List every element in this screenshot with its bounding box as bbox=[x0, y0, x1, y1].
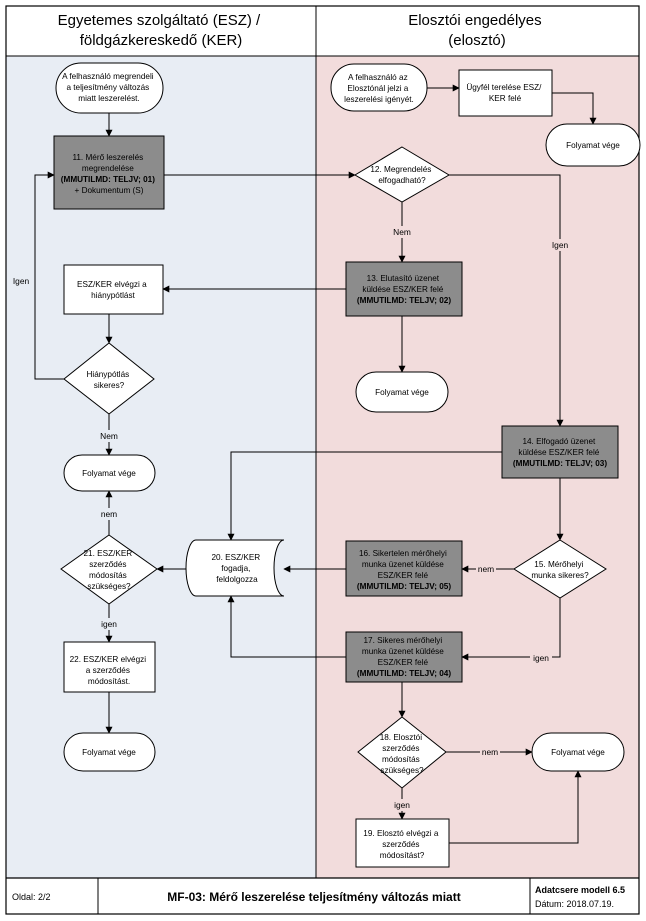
edge-label-nem-hianypotlas: Nem bbox=[100, 431, 118, 441]
step-14-text: 14. Elfogadó üzenet küldése ESZ/KER felé… bbox=[513, 437, 607, 468]
edge-12-to-14 bbox=[449, 174, 564, 427]
step-22-text: 22. ESZ/KER elvégzi a szerződés módosítá… bbox=[70, 655, 149, 686]
start-right-text: A felhasználó az Elosztónál jelzi a lesz… bbox=[344, 73, 414, 104]
end-1-terminator bbox=[545, 123, 641, 167]
end-5-text: Folyamat vége bbox=[551, 748, 605, 757]
step-20-stored-data bbox=[185, 539, 285, 597]
step-20-text: 20. ESZ/KER fogadja, feldolgozza bbox=[212, 553, 263, 584]
lane-left-title: Egyetemes szolgáltató (ESZ) / földgázker… bbox=[58, 12, 265, 49]
step-19-text: 19. Elosztó elvégzi a szerződés módosítá… bbox=[363, 829, 440, 860]
footer-title: MF-03: Mérő leszerelése teljesítmény vál… bbox=[167, 890, 460, 904]
hianypotlas-decision-text: Hiánypótlás sikeres? bbox=[86, 370, 131, 390]
start-left-terminator bbox=[55, 62, 164, 114]
lane-right-title: Elosztói engedélyes (elosztó) bbox=[408, 12, 546, 49]
start-right-terminator bbox=[330, 63, 428, 112]
step-15-text: 15. Mérőhelyi munka sikeres? bbox=[531, 560, 589, 580]
edge-label-igen-12: Igen bbox=[552, 240, 569, 250]
step-18-text: 18. Elosztói szerződés módosítás szükség… bbox=[380, 733, 425, 775]
end-1-text: Folyamat vége bbox=[566, 141, 620, 150]
end-3-terminator bbox=[63, 454, 156, 492]
hianypotlas-box bbox=[63, 264, 164, 315]
edge-labels: Nem Igen Igen Nem nem igen nem igen nem … bbox=[10, 226, 571, 811]
step-17-process bbox=[345, 631, 463, 683]
step-13-process bbox=[345, 261, 463, 317]
step-21-decision bbox=[60, 534, 158, 605]
step-11-text: 11. Mérő leszerelés megrendelése (MMUTIL… bbox=[61, 153, 157, 195]
start-left-text: A felhasználó megrendeli a teljesítmény … bbox=[62, 72, 156, 103]
step-22-box bbox=[63, 641, 156, 693]
edge-label-nem-21: nem bbox=[101, 509, 117, 519]
redirect-text: Ügyfél terelése ESZ/ KER felé bbox=[466, 82, 543, 103]
edge-redirect-to-end-1 bbox=[552, 92, 597, 125]
edge-label-nem-12: Nem bbox=[393, 227, 411, 237]
footer-model: Adatcsere modell 6.5 bbox=[535, 885, 625, 895]
edge-label-igen-21: igen bbox=[101, 619, 117, 629]
end-2-terminator bbox=[355, 371, 449, 413]
step-11-process bbox=[53, 135, 165, 210]
step-13-text: 13. Elutasító üzenet küldése ESZ/KER fel… bbox=[357, 274, 451, 305]
edge-label-igen-18: igen bbox=[394, 800, 410, 810]
footer-page: Oldal: 2/2 bbox=[12, 892, 51, 902]
step-14-process bbox=[501, 425, 619, 479]
edge-14-to-20 bbox=[227, 451, 502, 541]
edge-check-loop-to-11 bbox=[34, 171, 64, 380]
step-17-text: 17. Sikeres mérőhelyi munka üzenet küldé… bbox=[357, 636, 451, 678]
hianypotlas-decision bbox=[63, 342, 155, 415]
edge-label-nem-18: nem bbox=[482, 747, 498, 757]
step-12-decision bbox=[354, 146, 450, 203]
end-2-text: Folyamat vége bbox=[375, 388, 429, 397]
step-19-box bbox=[355, 818, 450, 868]
step-12-text: 12. Megrendelés elfogadható? bbox=[370, 165, 433, 185]
edge-label-nem-15: nem bbox=[478, 564, 494, 574]
step-16-text: 16. Sikertelen mérőhelyi munka üzenet kü… bbox=[357, 549, 451, 591]
end-5-terminator bbox=[531, 732, 625, 772]
step-18-decision bbox=[357, 716, 447, 789]
end-4-text: Folyamat vége bbox=[82, 748, 136, 757]
edge-label-igen-loop: Igen bbox=[13, 276, 30, 286]
step-21-text: 21. ESZ/KER szerződés módosítás szüksége… bbox=[84, 549, 135, 591]
footer-date: Dátum: 2018.07.19. bbox=[535, 899, 614, 909]
edge-19-to-end-5 bbox=[449, 770, 582, 844]
end-3-text: Folyamat vége bbox=[82, 469, 136, 478]
edge-15-to-17 bbox=[461, 598, 561, 661]
hianypotlas-text: ESZ/KER elvégzi a hiánypótlást bbox=[77, 280, 149, 300]
diagram-frame bbox=[5, 5, 640, 915]
step-16-process bbox=[345, 540, 463, 597]
step-15-decision bbox=[513, 539, 607, 599]
edge-17-to-20 bbox=[227, 595, 346, 658]
end-4-terminator bbox=[63, 732, 156, 772]
edge-label-igen-15: igen bbox=[533, 653, 549, 663]
redirect-box bbox=[458, 69, 553, 117]
